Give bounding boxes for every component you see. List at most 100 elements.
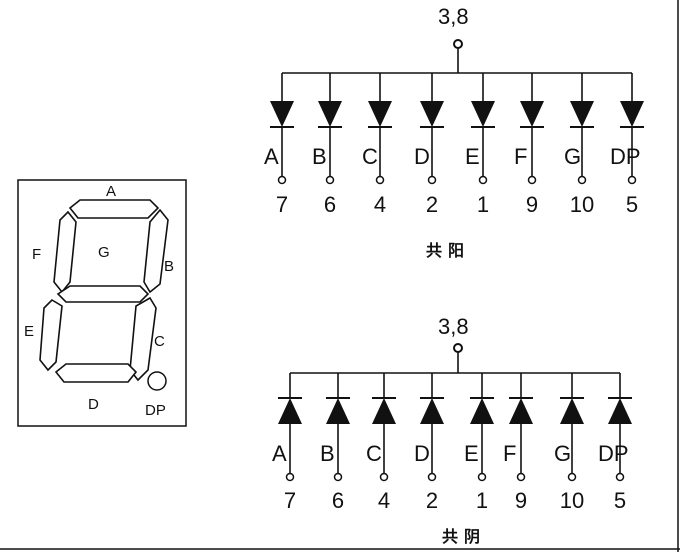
- pin-number: 1: [476, 488, 488, 513]
- label-f: F: [32, 246, 41, 263]
- segment-name: DP: [610, 144, 641, 169]
- pin-terminal: [379, 472, 389, 482]
- pin-number: 2: [426, 488, 438, 513]
- segment-d: [54, 363, 138, 383]
- pin-number: 10: [570, 192, 594, 217]
- common_anode-diode-c: C4: [362, 73, 392, 217]
- pin-terminal: [527, 175, 537, 185]
- segment-b: [143, 208, 169, 294]
- common_cathode-diode-dp: DP 5: [598, 373, 632, 513]
- segment-name: D: [414, 441, 430, 466]
- pin-number: 4: [378, 488, 390, 513]
- label-d: D: [88, 396, 99, 413]
- label-b: B: [164, 258, 174, 275]
- common_cathode-diode-f: F9: [503, 373, 533, 513]
- pin-number: 2: [426, 192, 438, 217]
- segment-name: DP: [598, 441, 629, 466]
- diode-icon: [471, 101, 495, 127]
- segment-c: [129, 296, 157, 382]
- pin-number: 9: [515, 488, 527, 513]
- pin-terminal: [427, 175, 437, 185]
- common_cathode-diode-e: E1: [464, 373, 494, 513]
- segment-name: B: [320, 441, 335, 466]
- pin-number: 7: [276, 192, 288, 217]
- pin-terminal: [478, 175, 488, 185]
- segment-name: E: [465, 144, 480, 169]
- label-dp: DP: [145, 402, 166, 419]
- pin-terminal: [375, 175, 385, 185]
- diode-icon: [509, 398, 533, 424]
- segment-g: [56, 285, 150, 303]
- common_cathode-diode-c: C4: [366, 373, 396, 513]
- segment-name: D: [414, 144, 430, 169]
- pin-number: 1: [477, 192, 489, 217]
- pin-terminal: [567, 472, 577, 482]
- common-anode-caption: 共阳: [426, 241, 470, 260]
- common_cathode-diode-g: G 10: [554, 373, 584, 513]
- label-c: C: [154, 333, 165, 350]
- pin-terminal: [277, 175, 287, 185]
- label-e: E: [24, 323, 34, 340]
- diode-icon: [620, 101, 644, 127]
- diode-icon: [520, 101, 544, 127]
- segment-name: A: [264, 144, 279, 169]
- pin-number: 7: [284, 488, 296, 513]
- pin-terminal: [333, 472, 343, 482]
- diode-icon: [420, 398, 444, 424]
- common_anode-diode-d: D2: [414, 73, 444, 217]
- common-cathode-pin-label: 3,8: [438, 314, 469, 339]
- segment-name: C: [366, 441, 382, 466]
- label-a: A: [106, 183, 116, 200]
- segment-e: [39, 298, 63, 372]
- common-anode-pin-label: 3,8: [438, 4, 469, 29]
- pin-number: 9: [526, 192, 538, 217]
- common_anode-diode-g: G10: [564, 73, 594, 217]
- pin-number: 4: [374, 192, 386, 217]
- segment-a: [68, 199, 160, 219]
- pin-terminal: [627, 175, 637, 185]
- diode-icon: [608, 398, 632, 424]
- diode-icon: [368, 101, 392, 127]
- common_cathode-diode-a: A7: [272, 373, 302, 513]
- common_anode-diode-f: F9: [514, 73, 544, 217]
- common_anode-diode-b: B6: [312, 73, 342, 217]
- pin-number: 5: [626, 192, 638, 217]
- segment-name: A: [272, 441, 287, 466]
- segment-name: E: [464, 441, 479, 466]
- segment-name: C: [362, 144, 378, 169]
- common_anode-diode-a: A7: [264, 73, 294, 217]
- diode-icon: [326, 398, 350, 424]
- diode-icon: [420, 101, 444, 127]
- label-g: G: [98, 244, 110, 261]
- diode-icon: [560, 398, 584, 424]
- common_anode-diode-e: E1: [465, 73, 495, 217]
- common-cathode-caption: 共阴: [442, 527, 486, 546]
- pin-terminal: [325, 175, 335, 185]
- diode-icon: [570, 101, 594, 127]
- segment-name: B: [312, 144, 327, 169]
- pin-terminal: [285, 472, 295, 482]
- diode-icon: [318, 101, 342, 127]
- common_cathode-common-terminal: [453, 343, 463, 353]
- diode-icon: [372, 398, 396, 424]
- segment-dp: [147, 371, 167, 391]
- pin-number: 10: [560, 488, 584, 513]
- pin-number: 6: [332, 488, 344, 513]
- common_cathode-diode-b: B6: [320, 373, 350, 513]
- diode-icon: [278, 398, 302, 424]
- pin-terminal: [516, 472, 526, 482]
- pin-number: 5: [614, 488, 626, 513]
- seven-segment-display: A B C D E F G DP: [17, 179, 187, 427]
- segment-name: F: [514, 144, 527, 169]
- pin-terminal: [477, 472, 487, 482]
- diode-icon: [470, 398, 494, 424]
- common_anode-diode-dp: DP 5: [610, 73, 644, 217]
- common_cathode-diode-d: D2: [414, 373, 444, 513]
- segment-name: G: [554, 441, 571, 466]
- pin-terminal: [577, 175, 587, 185]
- pin-terminal: [615, 472, 625, 482]
- segment-name: F: [503, 441, 516, 466]
